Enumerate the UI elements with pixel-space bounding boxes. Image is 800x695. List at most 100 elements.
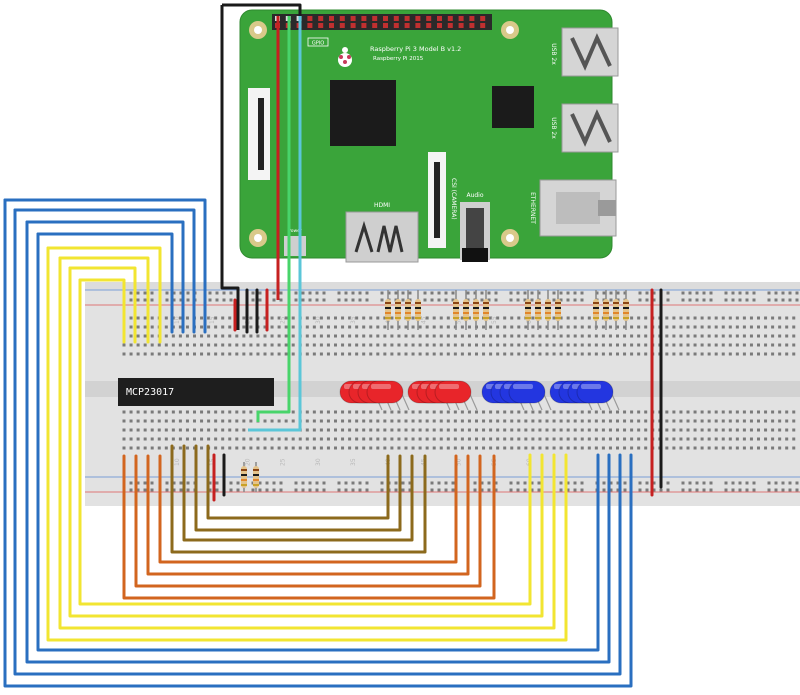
wire	[13, 208, 196, 334]
wire	[3, 198, 633, 688]
resistor	[405, 290, 411, 330]
wire	[46, 246, 162, 344]
pi-header-wires	[220, 3, 302, 432]
wire	[36, 232, 600, 652]
gpio-pin	[415, 16, 421, 21]
resistor	[483, 290, 489, 330]
led	[434, 380, 478, 411]
hdmi-label: HDMI	[374, 202, 390, 209]
gpio-pin	[415, 23, 421, 28]
gpio-pin	[307, 23, 313, 28]
resistor	[545, 290, 551, 330]
raspberry-logo-icon	[338, 47, 352, 67]
gpio-pin	[480, 23, 486, 28]
resistor	[473, 290, 479, 330]
lan-chip	[492, 86, 534, 128]
gpio-pin	[318, 16, 324, 21]
gpio-pin	[393, 23, 399, 28]
resistor	[613, 290, 619, 330]
power-connector	[284, 236, 306, 256]
gpio-pin	[469, 16, 475, 21]
column-number-label: 25	[280, 458, 287, 466]
wire	[46, 246, 568, 642]
gpio-pin	[469, 23, 475, 28]
gpio-tag: GPIO	[312, 41, 324, 47]
wire	[170, 444, 427, 554]
gpio-pin	[361, 23, 367, 28]
column-number-label: 50	[456, 458, 463, 466]
column-number-label: 30	[315, 458, 322, 466]
wire	[122, 454, 496, 600]
resistor	[241, 462, 247, 492]
column-number-label: 15	[209, 316, 216, 324]
wires	[3, 198, 663, 688]
resistor	[395, 290, 401, 330]
wire	[25, 220, 185, 334]
wire	[146, 454, 470, 576]
column-number-label: 45	[420, 316, 427, 324]
resistor	[603, 290, 609, 330]
wire	[134, 454, 482, 588]
resistor	[535, 290, 541, 330]
gpio-pin	[329, 23, 334, 28]
column-number-label: 55	[491, 316, 498, 324]
camera-label: CSI (CAMERA)	[450, 178, 457, 220]
column-number-label: 50	[456, 316, 463, 324]
gpio-pin	[447, 23, 453, 28]
resistor	[623, 290, 629, 330]
wire	[25, 220, 611, 664]
gpio-pin	[426, 16, 432, 21]
gpio-pin	[458, 23, 464, 28]
mcp23017-chip: MCP23017	[118, 378, 274, 406]
gpio-pin	[404, 23, 410, 28]
wire	[58, 256, 556, 630]
wire	[158, 454, 458, 564]
resistors	[241, 290, 629, 492]
wire	[194, 444, 402, 532]
column-number-label: 35	[350, 316, 357, 324]
gpio-pin	[404, 16, 410, 21]
raspberry-pi-board: GPIO Raspberry Pi 3 Model B v1.2 Raspber…	[239, 9, 619, 263]
usb-port-bottom	[561, 103, 619, 153]
led	[508, 380, 552, 411]
led	[576, 380, 620, 411]
column-number-label: 25	[280, 316, 287, 324]
gpio-pin	[437, 23, 442, 28]
wire	[68, 266, 544, 618]
gpio-pin	[383, 16, 388, 21]
wire	[58, 256, 150, 344]
gpio-pin	[372, 16, 378, 21]
led	[366, 380, 410, 411]
gpio-pin	[426, 23, 432, 28]
wire	[206, 444, 390, 520]
wire	[13, 208, 622, 676]
gpio-pin	[458, 16, 464, 21]
board-subtitle: Raspberry Pi 2015	[373, 56, 424, 62]
gpio-pin	[361, 16, 367, 21]
gpio-pin	[339, 16, 345, 21]
gpio-pin	[329, 16, 334, 21]
resistor	[415, 290, 421, 330]
gpio-pin	[437, 16, 442, 21]
column-number-label: 35	[350, 458, 357, 466]
resistor	[385, 290, 391, 330]
usb-port-top	[561, 27, 619, 77]
wire	[68, 266, 137, 344]
gpio-pin	[350, 23, 356, 28]
soc-chip	[330, 80, 396, 146]
led-array	[339, 380, 620, 411]
resistor	[463, 290, 469, 330]
resistor	[453, 290, 459, 330]
resistor	[525, 290, 531, 330]
column-number-label: 10	[174, 458, 181, 466]
usb-top-label: USB 2x	[550, 43, 557, 65]
chip-label: MCP23017	[126, 387, 174, 398]
board-title: Raspberry Pi 3 Model B v1.2	[370, 45, 461, 53]
power-label: Power	[288, 228, 302, 234]
wire	[182, 444, 414, 542]
audio-label: Audio	[466, 192, 483, 199]
gpio-pin	[339, 23, 345, 28]
ethernet-label: ETHERNET	[529, 192, 536, 224]
wire	[36, 232, 174, 334]
